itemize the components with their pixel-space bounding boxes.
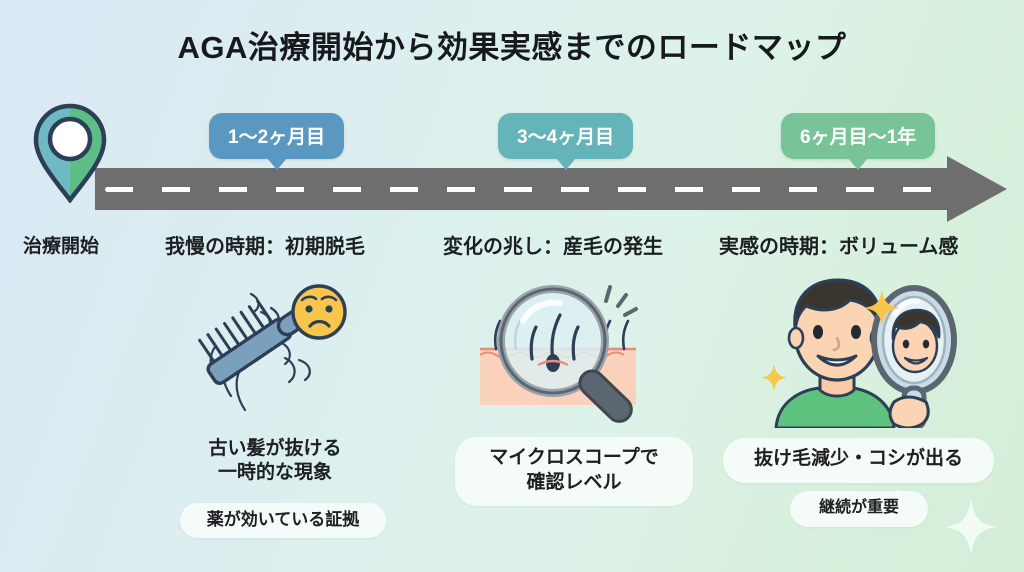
magnifier-over-scalp-follicle-icon (468, 275, 658, 425)
comb-with-falling-hair-and-sad-face-icon (185, 272, 360, 427)
road-dashed-centerline (105, 187, 935, 192)
sparkle-decoration-icon (945, 498, 997, 556)
milestone-badge-stage-3[interactable]: 6ヶ月目〜1年 (781, 113, 936, 170)
milestone-badge-stage-2[interactable]: 3〜4ヶ月目 (498, 113, 634, 170)
milestone-badge-label: 6ヶ月目〜1年 (800, 127, 917, 148)
stage-pill-3: 抜け毛減少・コシが出る (723, 438, 994, 483)
road-arrowhead-icon (947, 156, 1007, 222)
start-label: 治療開始 (23, 236, 100, 257)
stage-pill-2: マイクロスコープで 確認レベル (455, 437, 693, 507)
stage-pill-3-secondary: 継続が重要 (790, 491, 928, 527)
stage-heading-3: 実感の時期：ボリューム感 (719, 236, 959, 258)
milestone-badge-label: 1〜2ヶ月目 (228, 127, 326, 148)
milestone-badge-label: 3〜4ヶ月目 (517, 127, 615, 148)
badge-pointer-tail (266, 158, 287, 170)
stage-heading-1: 我慢の時期：初期脱毛 (165, 236, 365, 258)
milestone-badge-stage-1[interactable]: 1〜2ヶ月目 (209, 113, 345, 170)
timeline-road (95, 156, 1010, 222)
stage-pill-1: 薬が効いている証拠 (180, 503, 386, 539)
map-pin-icon (32, 103, 108, 204)
stage-description-1: 古い髪が抜ける 一時的な現象 (208, 438, 342, 484)
badge-pointer-tail (848, 158, 869, 170)
badge-pointer-tail (555, 158, 576, 170)
smiling-man-with-hand-mirror-icon (758, 268, 963, 431)
page-title: AGA治療開始から効果実感までのロードマップ (177, 30, 847, 65)
stage-heading-2: 変化の兆し：産毛の発生 (443, 236, 663, 258)
